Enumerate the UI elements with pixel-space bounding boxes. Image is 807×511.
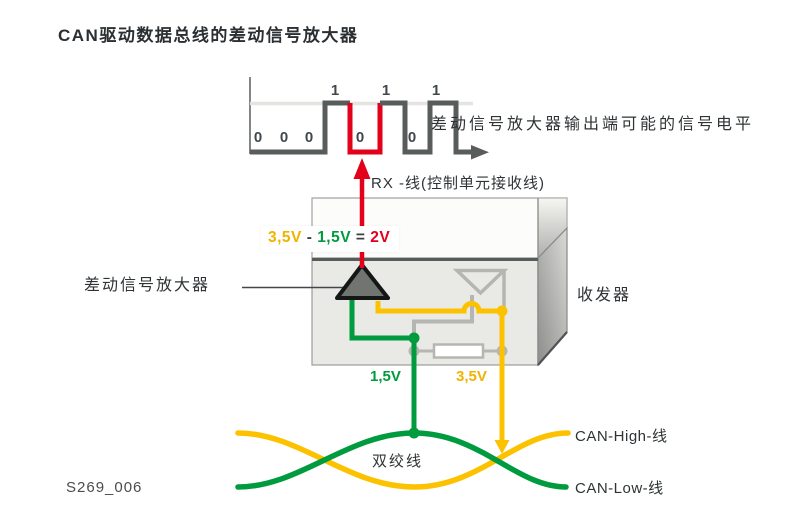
bit-label: 0	[355, 129, 365, 146]
bit-label: 0	[253, 129, 263, 146]
rx-line-label: RX -线(控制单元接收线)	[371, 175, 545, 192]
twisted-pair-label: 双绞线	[372, 453, 424, 470]
output-signal-label: 差动信号放大器输出端可能的信号电平	[431, 116, 755, 133]
equation-minus-sign: -	[306, 229, 313, 246]
bit-label: 1	[381, 82, 391, 99]
receiver-triangle-icon	[452, 268, 509, 309]
highlighted-bit-segment	[347, 103, 383, 155]
voltage-equation: 3,5V - 1,5V = 2V	[261, 226, 400, 252]
can-low-wire	[349, 296, 420, 439]
rx-arrow	[353, 158, 371, 268]
bit-label: 0	[279, 129, 289, 146]
can-low-line-label: CAN-Low-线	[575, 480, 664, 497]
amplifier-label: 差动信号放大器	[84, 277, 211, 294]
bit-label: 1	[330, 82, 340, 99]
time-axis-arrowhead	[471, 145, 489, 160]
bit-label: 0	[407, 129, 417, 146]
transceiver-label: 收发器	[577, 287, 632, 304]
bit-label: 0	[304, 129, 314, 146]
equation-result: 2V	[370, 229, 391, 246]
signal-waveform	[249, 77, 489, 160]
can-high-wire	[375, 301, 510, 454]
can-low-voltage-label: 1,5V	[370, 368, 401, 385]
can-high-line-label: CAN-High-线	[575, 428, 668, 445]
equation-high-voltage: 3,5V	[268, 229, 302, 246]
equation-equals-sign: =	[355, 229, 366, 246]
amplifier-triangle-icon	[335, 263, 390, 300]
can-high-voltage-label: 3,5V	[456, 368, 487, 385]
page-title: CAN驱动数据总线的差动信号放大器	[58, 26, 359, 45]
equation-low-voltage: 1,5V	[317, 229, 352, 246]
can-high-curve	[235, 430, 571, 490]
figure-id: S269_006	[66, 479, 143, 496]
receiver-wire	[412, 295, 474, 337]
bit-label: 1	[431, 82, 441, 99]
